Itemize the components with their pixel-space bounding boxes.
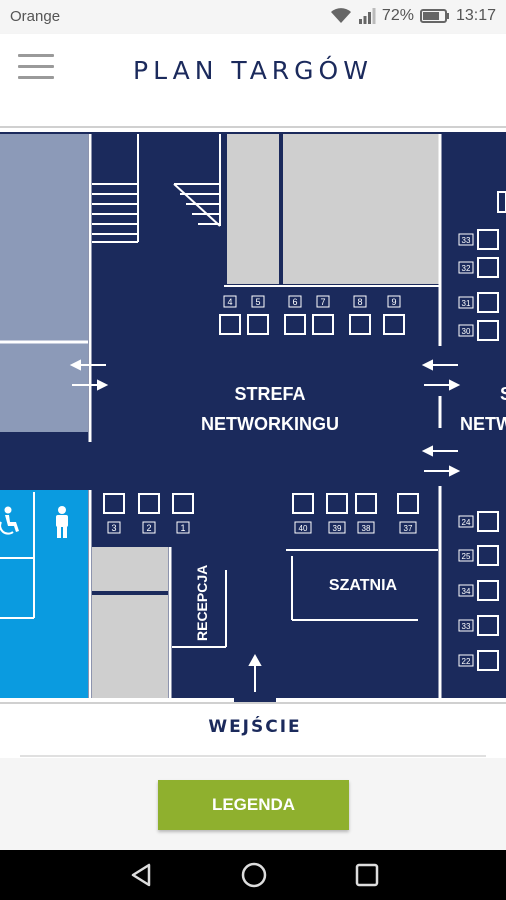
storage-room-c[interactable] (92, 547, 168, 591)
storage-room-a[interactable] (227, 134, 279, 284)
back-triangle-icon[interactable] (127, 860, 157, 890)
booth-label-33b: 33 (462, 622, 471, 631)
app-header: PLAN TARGÓW (0, 34, 506, 106)
wheelchair-icon (0, 506, 19, 535)
reception-desk[interactable] (172, 570, 227, 648)
recents-square-icon[interactable] (352, 860, 382, 890)
status-icons: 72% 13:17 (330, 7, 496, 25)
booth-label-4: 4 (227, 297, 232, 307)
booths-top[interactable] (219, 314, 405, 335)
booth-label-1: 1 (180, 523, 185, 533)
left-hall-block[interactable] (0, 134, 88, 432)
booth-label-6: 6 (292, 297, 297, 307)
footer-panel: LEGENDA (0, 758, 506, 850)
entrance-door[interactable] (234, 694, 276, 702)
storage-room-b[interactable] (283, 134, 439, 284)
clock: 13:17 (455, 7, 496, 24)
legend-button[interactable]: LEGENDA (158, 780, 349, 830)
battery-icon (419, 9, 449, 23)
booths-bottom-right[interactable] (292, 493, 419, 514)
booths-right-top[interactable] (477, 191, 506, 341)
booths-right-bottom[interactable] (477, 511, 499, 671)
booth-label-32: 32 (462, 264, 471, 273)
signal-icon (358, 8, 376, 24)
booth-label-2: 2 (146, 523, 151, 533)
arrow-right-icon (424, 379, 461, 477)
floor-plan-svg[interactable]: 4 5 6 7 8 9 33 32 31 3 (0, 106, 506, 758)
zone-reception[interactable]: RECEPCJA (194, 565, 210, 641)
booth-label-39: 39 (333, 524, 342, 533)
cloakroom-outline[interactable] (286, 549, 438, 621)
booth-label-31: 31 (462, 299, 471, 308)
booth-label-34: 34 (462, 587, 471, 596)
battery-percent: 72% (381, 7, 414, 24)
booth-label-24: 24 (462, 518, 471, 527)
arrow-right-icon (72, 379, 109, 391)
stairs (92, 134, 221, 243)
arrow-up-icon (248, 653, 262, 692)
wifi-icon (330, 8, 351, 23)
booth-label-5: 5 (255, 297, 260, 307)
arrow-left-icon (421, 359, 458, 457)
home-circle-icon[interactable] (239, 860, 269, 890)
booth-label-8: 8 (357, 297, 362, 307)
booth-label-25: 25 (462, 552, 471, 561)
zone-cloakroom[interactable]: SZATNIA (329, 577, 398, 594)
status-bar: Orange 72% 13:17 (0, 0, 506, 34)
booth-label-7: 7 (320, 297, 325, 307)
zone-networking-line2[interactable]: NETWORKINGU (201, 414, 339, 434)
booth-label-3: 3 (111, 523, 116, 533)
zone-networking-line1[interactable]: STREFA (234, 384, 305, 404)
booth-label-37: 37 (404, 524, 413, 533)
booths-bottom-left[interactable] (103, 493, 194, 514)
booth-label-33: 33 (462, 236, 471, 245)
booth-label-22: 22 (462, 657, 471, 666)
booth-label-40: 40 (299, 524, 308, 533)
system-nav-bar (0, 850, 506, 900)
floor-plan-map[interactable]: 4 5 6 7 8 9 33 32 31 3 (0, 106, 506, 758)
booth-label-30: 30 (462, 327, 471, 336)
arrow-left-icon (69, 359, 106, 371)
carrier-name: Orange (10, 8, 61, 25)
zone-networking-right-1: S (500, 384, 506, 404)
storage-room-d[interactable] (92, 595, 168, 698)
page-title: PLAN TARGÓW (133, 56, 373, 85)
restroom-area[interactable] (0, 490, 88, 698)
person-icon (56, 506, 68, 538)
zone-entrance[interactable]: WEJŚCIE (208, 715, 301, 737)
booth-label-38: 38 (362, 524, 371, 533)
hamburger-menu-icon[interactable] (18, 54, 58, 84)
booth-label-9: 9 (391, 297, 396, 307)
zone-networking-right-2: NETW (460, 414, 506, 434)
